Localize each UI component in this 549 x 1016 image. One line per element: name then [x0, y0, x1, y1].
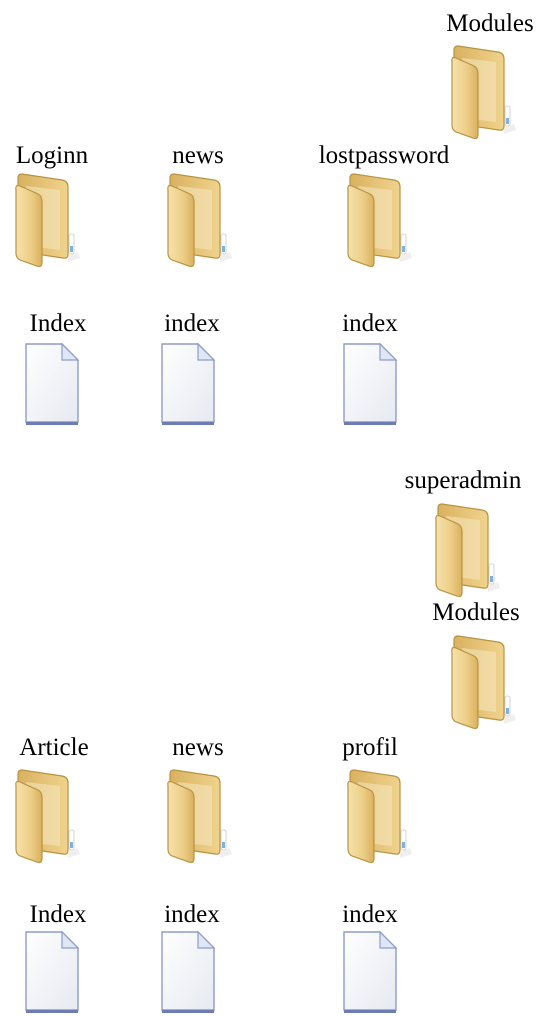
folder-icon[interactable]: [448, 44, 520, 140]
file-icon[interactable]: [158, 930, 218, 1014]
folder-icon[interactable]: [344, 172, 416, 268]
file-icon[interactable]: [340, 930, 400, 1014]
lostpassword-folder-label: lostpassword: [318, 142, 450, 169]
index-file-label: Index: [29, 901, 87, 928]
modules-folder-label: Modules: [446, 10, 534, 37]
profil-folder-label: profil: [342, 734, 398, 761]
file-icon[interactable]: [22, 342, 82, 426]
folder-icon[interactable]: [12, 768, 84, 864]
modules-folder-label: Modules: [432, 599, 520, 626]
superadmin-folder-label: superadmin: [404, 467, 522, 494]
file-icon[interactable]: [158, 342, 218, 426]
file-icon[interactable]: [22, 930, 82, 1014]
index-file-label: index: [342, 310, 398, 337]
folder-icon[interactable]: [432, 502, 504, 598]
index-file-label: index: [164, 901, 220, 928]
news-folder-label: news: [172, 734, 224, 761]
folder-icon[interactable]: [344, 768, 416, 864]
folder-icon[interactable]: [12, 172, 84, 268]
index-file-label: index: [164, 310, 220, 337]
folder-icon[interactable]: [164, 768, 236, 864]
index-file-label: index: [342, 901, 398, 928]
index-file-label: Index: [29, 310, 87, 337]
folder-icon[interactable]: [448, 634, 520, 730]
article-folder-label: Article: [19, 734, 89, 761]
folder-icon[interactable]: [164, 172, 236, 268]
file-icon[interactable]: [340, 342, 400, 426]
loginn-folder-label: Loginn: [15, 142, 89, 169]
news-folder-label: news: [172, 142, 224, 169]
